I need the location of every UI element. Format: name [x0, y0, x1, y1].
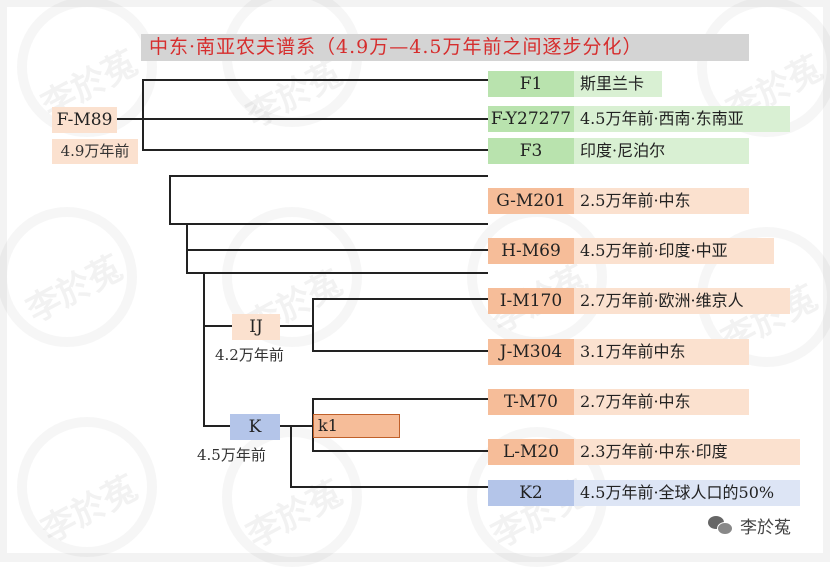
leaf-i-m170-desc: 2.7万年前·欧洲·维京人 — [574, 288, 790, 314]
branch-i — [312, 298, 488, 300]
leaf-k2: K2 — [488, 480, 574, 506]
leaf-f1-desc: 斯里兰卡 — [574, 71, 662, 97]
node-ij: IJ — [232, 314, 280, 340]
root-trunk — [142, 79, 144, 151]
branch-ijk — [186, 272, 488, 274]
leaf-i-m170: I-M170 — [488, 288, 574, 314]
leaf-f3-desc: 印度·尼泊尔 — [574, 138, 749, 164]
leaf-f1: F1 — [488, 71, 574, 97]
node-k-age: 4.5万年前 — [197, 446, 266, 464]
ij-trunk — [312, 298, 314, 352]
leaf-j-m304: J-M304 — [488, 339, 574, 365]
leaf-g-m201: G-M201 — [488, 188, 574, 214]
leaf-t-m70-desc: 2.7万年前·中东 — [574, 389, 749, 415]
leaf-j-m304-desc: 3.1万年前中东 — [574, 339, 749, 365]
diagram-title: 中东·南亚农夫谱系（4.9万—4.5万年前之间逐步分化） — [141, 34, 749, 61]
node-k1: k1 — [313, 414, 400, 438]
leaf-g-m201-desc: 2.5万年前·中东 — [574, 188, 749, 214]
leaf-l-m20: L-M20 — [488, 439, 574, 465]
node-ij-age: 4.2万年前 — [215, 346, 284, 364]
ij-link — [203, 325, 233, 327]
leaf-h-m69: H-M69 — [488, 238, 574, 264]
branch-fy27277 — [142, 118, 488, 120]
leaf-f3: F3 — [488, 138, 574, 164]
g-trunk — [169, 175, 171, 225]
node-f-m89-age: 4.9万年前 — [52, 139, 138, 164]
leaf-l-m20-desc: 2.3万年前·中东·印度 — [574, 439, 800, 465]
root-link — [116, 118, 144, 120]
k2-trunk — [290, 426, 292, 488]
brand-badge: 李於菟 — [708, 512, 791, 538]
branch-l — [312, 450, 488, 452]
diagram-canvas: 李於菟 李於菟 李於菟 李於菟 李於菟 李於菟 李於菟 李於菟 李於菟 李於菟 — [7, 7, 829, 556]
branch-f3 — [142, 149, 488, 151]
leaf-h-m69-desc: 4.5万年前·印度·中亚 — [574, 238, 774, 264]
k-link — [203, 425, 230, 427]
node-f-m89: F-M89 — [52, 107, 117, 133]
branch-f1 — [142, 79, 488, 81]
brand-name: 李於菟 — [740, 517, 791, 538]
node-k: K — [230, 414, 280, 440]
ijk-trunk — [203, 272, 205, 427]
branch-h — [186, 249, 488, 251]
ij-out — [279, 325, 314, 327]
branch-g — [169, 223, 488, 225]
branch-t — [312, 398, 488, 400]
leaf-f-y27277-desc: 4.5万年前·西南·东南亚 — [574, 106, 790, 132]
wechat-icon — [708, 515, 734, 535]
leaf-k2-desc: 4.5万年前·全球人口的50% — [574, 480, 800, 506]
leaf-f-y27277: F-Y27277 — [488, 106, 574, 132]
branch-gh-upper — [169, 175, 488, 177]
branch-k2 — [290, 486, 488, 488]
k-out — [280, 425, 314, 427]
leaf-t-m70: T-M70 — [488, 389, 574, 415]
branch-j — [312, 350, 488, 352]
